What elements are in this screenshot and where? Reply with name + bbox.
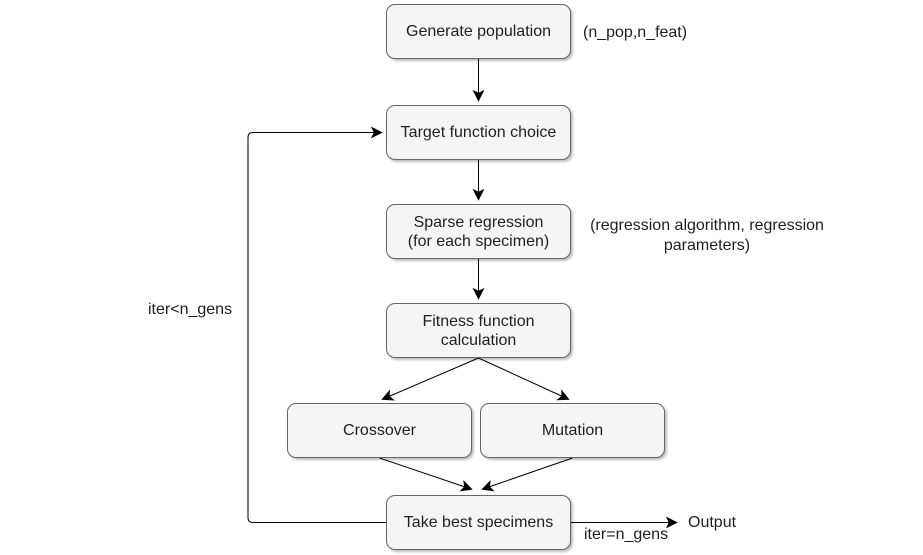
node-fitness-function-calculation: Fitness function calculation [386, 303, 571, 358]
annotation-exit-condition: iter=n_gens [584, 526, 669, 543]
node-generate-population: Generate population [386, 4, 571, 59]
annotation-regression-params: (regression algorithm, regression parame… [590, 217, 824, 254]
node-fitness-function-calculation-label: Fitness function calculation [422, 312, 535, 349]
arrow-crossover-to-best [379, 457, 473, 492]
node-mutation: Mutation [480, 403, 665, 458]
arrow-loop-best-to-target [247, 126, 386, 523]
node-take-best-specimens-label: Take best specimens [403, 514, 554, 531]
annotation-loop-condition: iter<n_gens [148, 301, 233, 318]
node-crossover-label: Crossover [343, 422, 416, 439]
arrow-mutation-to-best [481, 457, 573, 492]
arrow-fitness-to-mutation [478, 357, 570, 401]
annotation-population-params: (n_pop,n_feat) [583, 24, 688, 41]
node-crossover: Crossover [287, 403, 472, 458]
node-mutation-label: Mutation [541, 422, 604, 439]
node-take-best-specimens: Take best specimens [386, 495, 571, 550]
node-sparse-regression-label: Sparse regression (for each specimen) [407, 213, 550, 250]
annotation-output: Output [688, 514, 737, 531]
arrow-fitness-to-crossover [381, 357, 479, 401]
node-target-function-choice-label: Target function choice [400, 124, 557, 141]
node-sparse-regression: Sparse regression (for each specimen) [386, 204, 571, 259]
node-target-function-choice: Target function choice [386, 105, 571, 160]
node-generate-population-label: Generate population [406, 23, 551, 40]
